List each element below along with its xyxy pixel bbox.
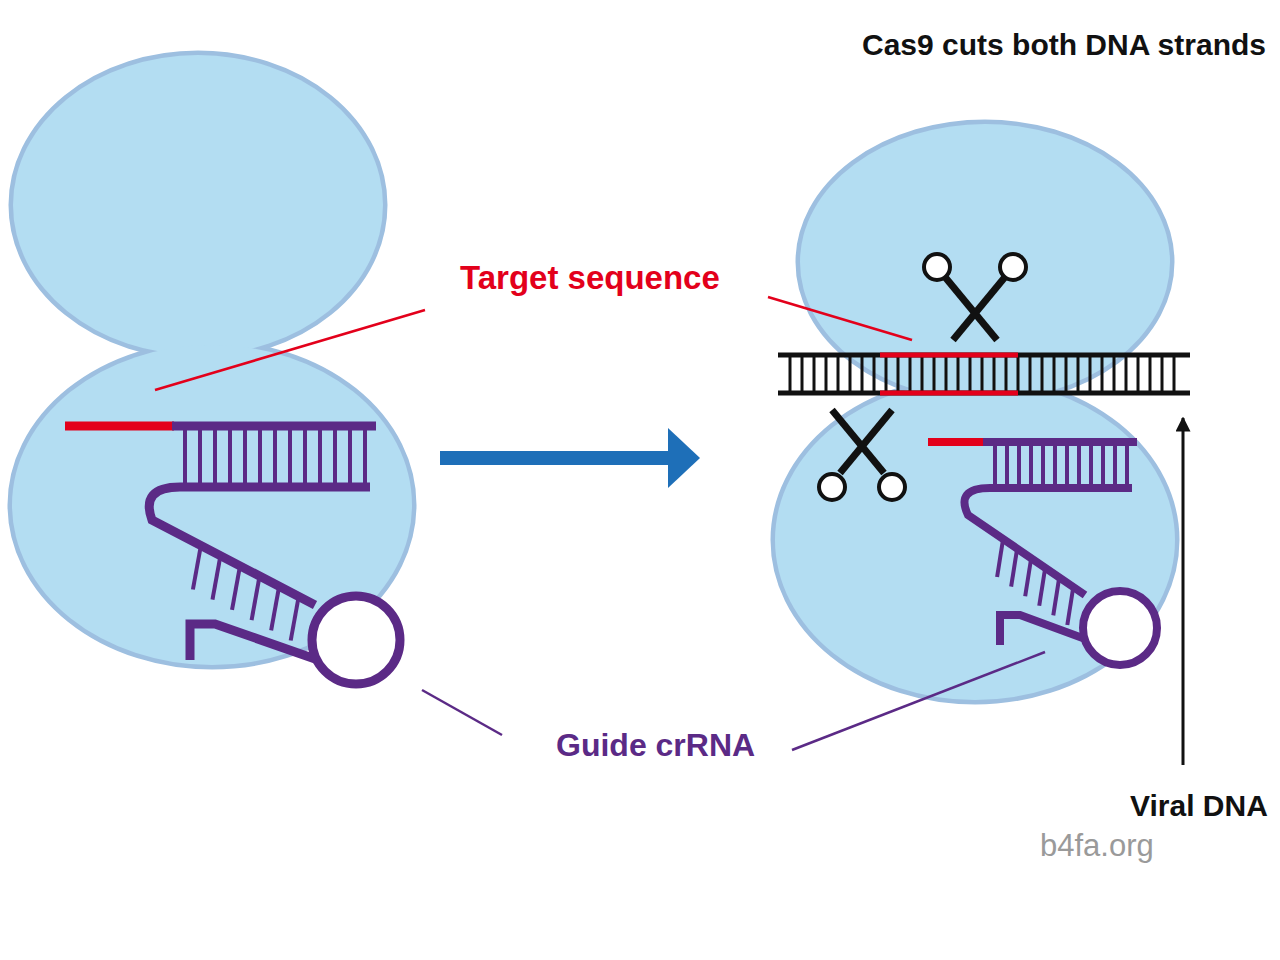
leader-line — [768, 297, 912, 340]
base-pair-stroke — [1125, 357, 1128, 391]
base-pair-stroke — [1029, 446, 1033, 484]
base-pair-stroke — [333, 430, 337, 483]
base-pair-stroke — [228, 430, 232, 483]
base-pair-stroke — [1101, 446, 1105, 484]
base-pair-stroke — [1113, 357, 1116, 391]
leader-line — [155, 310, 425, 390]
leader-arrow — [1182, 418, 1185, 765]
base-pair-stroke — [861, 357, 864, 391]
cas9-protein — [12, 55, 412, 665]
base-pair-stroke — [193, 546, 201, 590]
base-pair-stroke — [993, 446, 997, 484]
base-pair-stroke — [801, 357, 804, 391]
base-pair-stroke — [1053, 577, 1059, 615]
base-pair-stroke — [1041, 357, 1044, 391]
base-pair-stroke — [1053, 357, 1056, 391]
base-pair-stroke — [873, 357, 876, 391]
base-pair-stroke — [897, 357, 900, 391]
base-pair-stroke — [1089, 357, 1092, 391]
base-pair-stroke — [981, 357, 984, 391]
callout-label: Guide crRNA — [556, 727, 755, 764]
base-pair-stroke — [921, 357, 924, 391]
viral-dna — [778, 355, 1190, 393]
base-pair-stroke — [198, 430, 202, 483]
base-pair-stroke — [909, 357, 912, 391]
base-pair-stroke — [1005, 357, 1008, 391]
base-pair-stroke — [273, 430, 277, 483]
leader-line — [422, 690, 502, 735]
base-pair-stroke — [348, 430, 352, 483]
process-arrow — [440, 428, 700, 488]
base-pair-stroke — [303, 430, 307, 483]
base-pair-stroke — [837, 357, 840, 391]
base-pair-stroke — [789, 357, 792, 391]
base-pair-stroke — [1077, 357, 1080, 391]
base-pair-stroke — [825, 357, 828, 391]
base-pair-stroke — [957, 357, 960, 391]
base-pair-stroke — [997, 539, 1003, 577]
base-pair-stroke — [1065, 357, 1068, 391]
base-pair-stroke — [1025, 558, 1031, 596]
base-pair-stroke — [1149, 357, 1152, 391]
base-pair-stroke — [1039, 568, 1045, 606]
base-pair-stroke — [1125, 446, 1129, 484]
scissors-icon — [819, 410, 905, 500]
base-pair-stroke — [993, 357, 996, 391]
base-pair-stroke — [849, 357, 852, 391]
base-pair-stroke — [885, 357, 888, 391]
base-pair-stroke — [288, 430, 292, 483]
base-pair-stroke — [933, 357, 936, 391]
base-pair-stroke — [258, 430, 262, 483]
base-pair-stroke — [363, 430, 367, 483]
base-pair-stroke — [1101, 357, 1104, 391]
base-pair-stroke — [813, 357, 816, 391]
base-pair-stroke — [1077, 446, 1081, 484]
watermark: b4fa.org — [1040, 828, 1154, 864]
guide-rna — [65, 426, 400, 684]
base-pair-stroke — [1011, 549, 1017, 587]
cas9-protein — [775, 124, 1175, 700]
base-pair-stroke — [271, 586, 279, 630]
base-pair-stroke — [252, 576, 260, 620]
base-pair-stroke — [1017, 357, 1020, 391]
base-pair-stroke — [1029, 357, 1032, 391]
base-pair-stroke — [969, 357, 972, 391]
base-pair-stroke — [1065, 446, 1069, 484]
base-pair-stroke — [232, 566, 240, 610]
base-pair-stroke — [1137, 357, 1140, 391]
callout-label: Viral DNA — [1130, 789, 1268, 823]
base-pair-stroke — [212, 556, 220, 600]
scissors-icon — [924, 254, 1026, 340]
base-pair-stroke — [183, 430, 187, 483]
base-pair-stroke — [1161, 357, 1164, 391]
base-pair-stroke — [1017, 446, 1021, 484]
diagram-title: Cas9 cuts both DNA strands — [862, 28, 1266, 62]
base-pair-stroke — [1005, 446, 1009, 484]
base-pair-stroke — [291, 597, 299, 641]
base-pair-stroke — [1067, 587, 1073, 625]
leader-line — [792, 652, 1045, 750]
base-pair-stroke — [945, 357, 948, 391]
base-pair-stroke — [1089, 446, 1093, 484]
callout-label: Target sequence — [460, 259, 720, 297]
base-pair-stroke — [1041, 446, 1045, 484]
base-pair-stroke — [1053, 446, 1057, 484]
base-pair-stroke — [1173, 357, 1176, 391]
base-pair-stroke — [213, 430, 217, 483]
base-pair-stroke — [318, 430, 322, 483]
base-pair-stroke — [243, 430, 247, 483]
base-pair-stroke — [1113, 446, 1117, 484]
guide-rna — [928, 442, 1157, 665]
